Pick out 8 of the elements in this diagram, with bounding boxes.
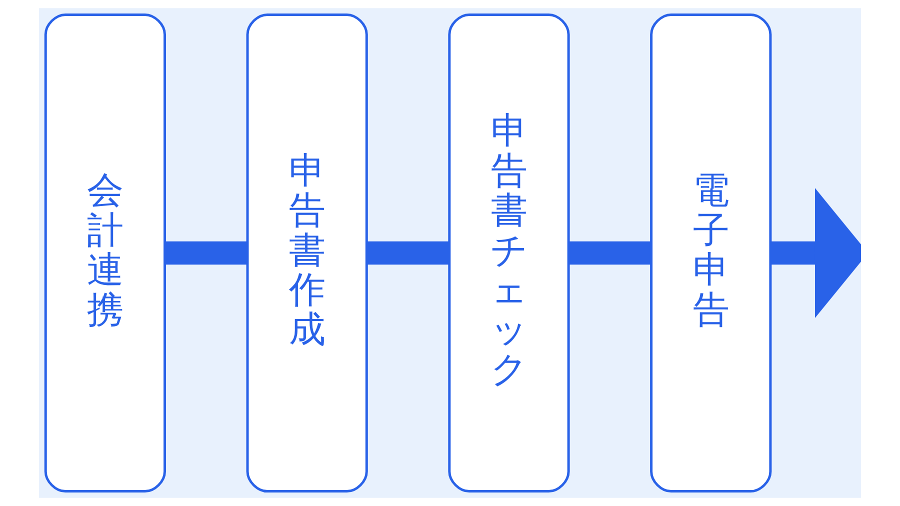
connector — [164, 241, 248, 265]
connector — [366, 241, 449, 265]
connector — [568, 241, 651, 265]
node-box: 申告書チェック — [448, 13, 570, 493]
node-box: 申告書作成 — [246, 13, 368, 493]
node-box: 電子申告 — [650, 13, 772, 493]
node-box: 会計連携 — [44, 13, 166, 493]
arrow — [770, 188, 861, 318]
